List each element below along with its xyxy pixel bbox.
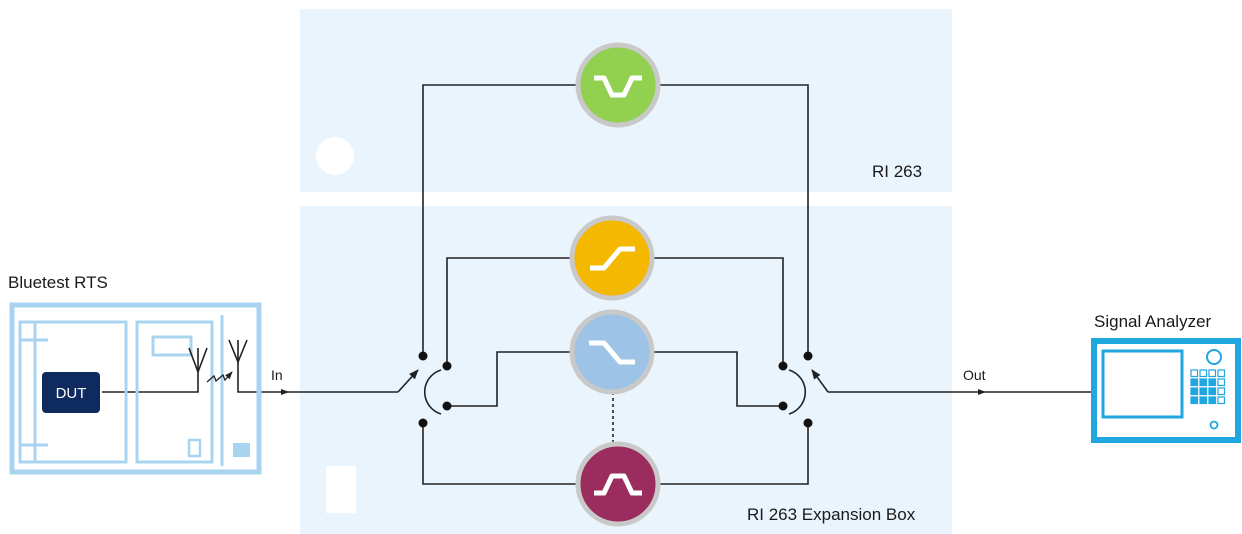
in-label: In — [271, 367, 283, 383]
keypad-key — [1217, 387, 1226, 396]
antenna-icon — [228, 339, 248, 365]
dut-box — [40, 370, 102, 415]
dut-label: DUT — [56, 385, 87, 402]
keypad-key — [1208, 378, 1217, 387]
signal-analyzer-label: Signal Analyzer — [1094, 312, 1212, 331]
keypad-key — [1190, 387, 1199, 396]
keypad-key — [1190, 378, 1199, 387]
keypad-key — [1199, 378, 1208, 387]
band-stop-filter-icon — [575, 42, 661, 128]
low-pass-filter-icon — [569, 309, 655, 395]
switch-contact — [442, 401, 452, 411]
output-switch — [778, 351, 829, 428]
signal-analyzer: Signal Analyzer — [1091, 312, 1241, 443]
keypad-key — [1199, 387, 1208, 396]
keypad-icon — [1190, 369, 1226, 405]
bluetest-rts-chamber: Bluetest RTS DUT In — [8, 273, 283, 475]
indicator-circle — [316, 137, 354, 175]
keypad-key — [1199, 369, 1208, 378]
input-switch — [397, 351, 452, 428]
indicator-rect — [326, 466, 356, 513]
switch-contact — [418, 351, 428, 361]
bluetest-label: Bluetest RTS — [8, 273, 108, 292]
keypad-key — [1217, 378, 1226, 387]
keypad-key — [1208, 387, 1217, 396]
switch-contact — [803, 351, 813, 361]
ri263-label: RI 263 — [872, 162, 922, 181]
antenna-icon — [188, 347, 208, 375]
high-pass-filter-icon — [569, 215, 655, 301]
keypad-key — [1199, 396, 1208, 405]
out-label: Out — [963, 367, 986, 383]
switch-contact — [803, 418, 813, 428]
keypad-key — [1208, 369, 1217, 378]
band-pass-filter-icon — [575, 441, 661, 527]
keypad-key — [1190, 396, 1199, 405]
wireless-link-icon — [206, 371, 233, 383]
switch-contact — [778, 361, 788, 371]
keypad-key — [1190, 369, 1199, 378]
keypad-key — [1217, 369, 1226, 378]
keypad-key — [1208, 396, 1217, 405]
keypad-key — [1217, 396, 1226, 405]
switch-contact — [418, 418, 428, 428]
switch-contact — [442, 361, 452, 371]
signal-paths — [102, 84, 1094, 485]
ri263-expansion-label: RI 263 Expansion Box — [747, 505, 916, 524]
switch-contact — [778, 401, 788, 411]
